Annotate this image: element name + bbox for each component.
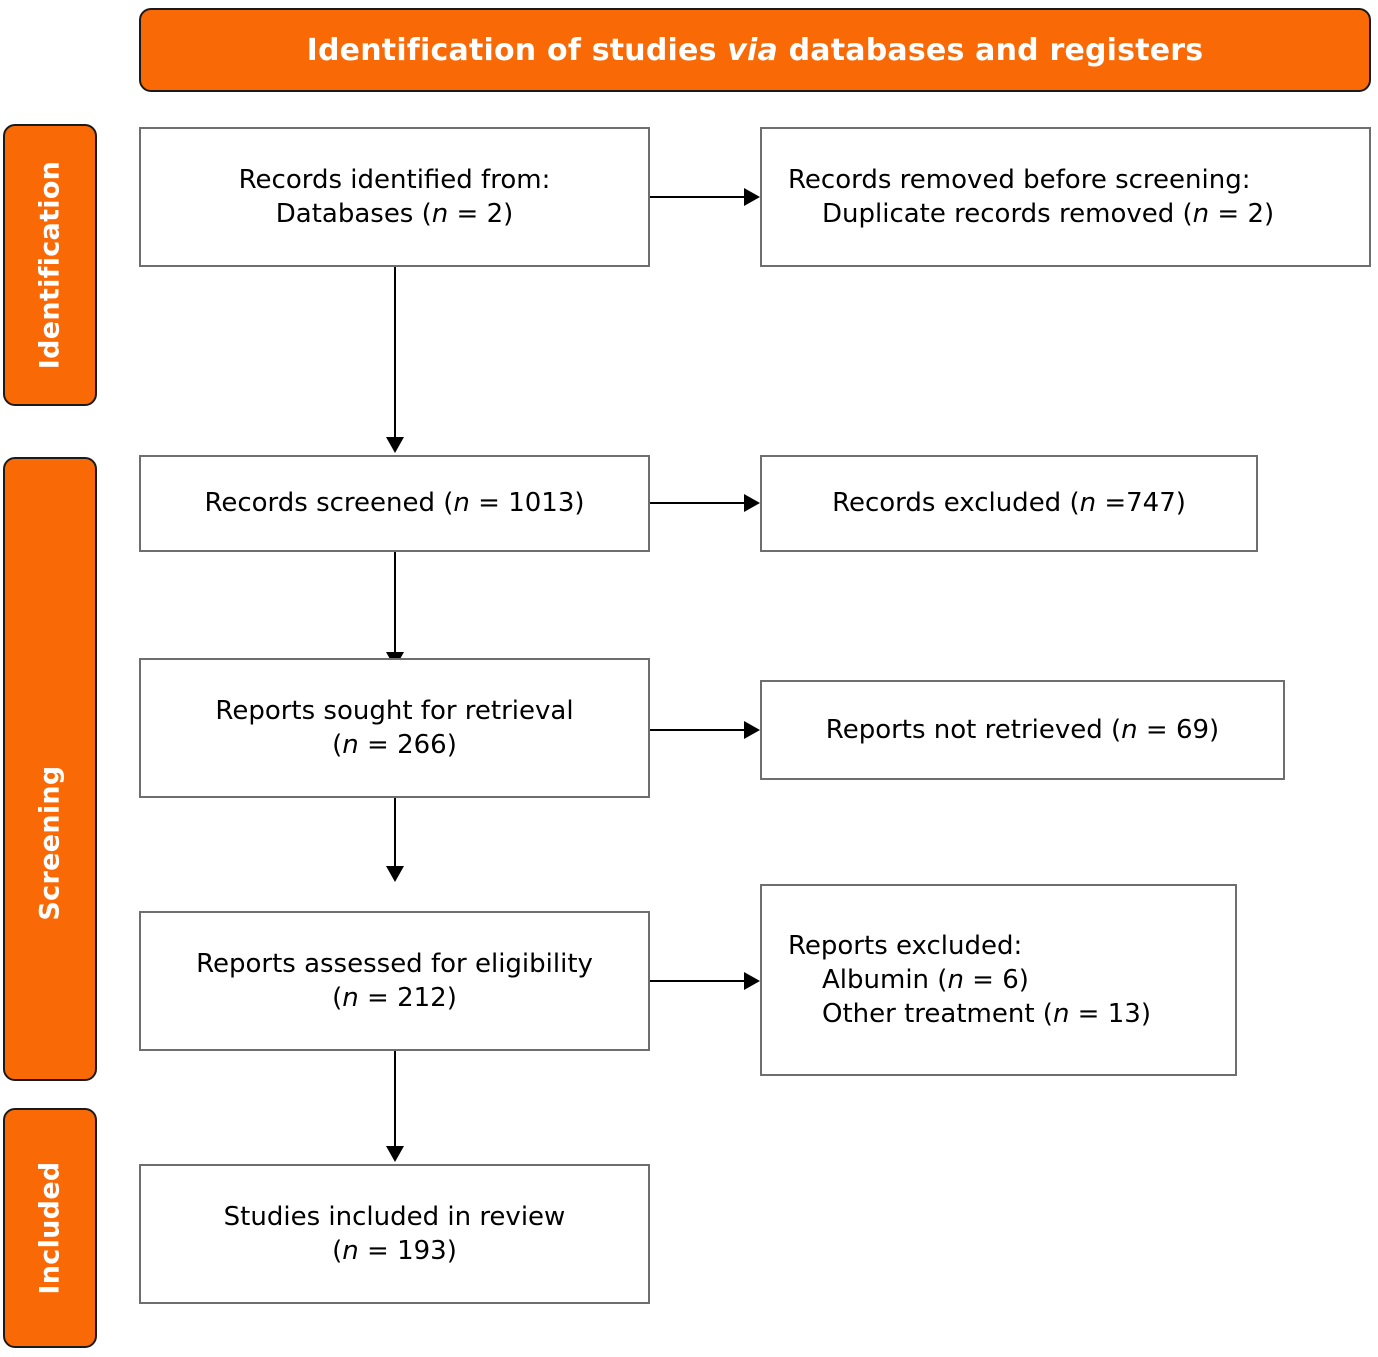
arrowhead-sought-to-assessed — [386, 866, 404, 882]
box-line: Databases (n = 2) — [151, 197, 638, 231]
italic-n: n — [453, 488, 470, 519]
italic-n: n — [1192, 199, 1210, 229]
italic-n: n — [342, 730, 359, 760]
box-line: Studies included in review — [223, 1201, 566, 1232]
box-studies-included: Studies included in review (n = 193) — [139, 1164, 650, 1304]
box-line: Records excluded (n =747) — [772, 486, 1246, 520]
arrowhead-identified-to-removed — [744, 188, 760, 206]
arrowhead-assessed-to-included — [386, 1146, 404, 1162]
line-prefix: ( — [332, 730, 343, 760]
box-line: (n = 212) — [151, 981, 638, 1015]
stage-rail-identification: Identification — [3, 124, 97, 406]
italic-n: n — [431, 199, 449, 229]
stage-rail-screening: Screening — [3, 457, 97, 1081]
box-line: Reports sought for retrieval — [215, 695, 574, 726]
box-records-excluded: Records excluded (n =747) — [760, 455, 1258, 552]
header-text-before: Identification of studies — [306, 32, 728, 68]
box-line: Albumin (n = 6) — [788, 963, 1225, 997]
line-suffix: = 266) — [358, 730, 457, 760]
box-line: (n = 266) — [151, 728, 638, 762]
line-suffix: = 69) — [1137, 714, 1220, 745]
line-prefix: ( — [332, 983, 343, 1013]
italic-n: n — [1121, 714, 1138, 745]
arrowhead-identified-to-screened — [386, 437, 404, 453]
line-prefix: Databases ( — [275, 199, 432, 229]
line-prefix: Reports not retrieved ( — [825, 714, 1122, 745]
line-suffix: = 1013) — [469, 488, 585, 519]
box-reports-sought: Reports sought for retrieval (n = 266) — [139, 658, 650, 798]
line-prefix: Duplicate records removed ( — [822, 199, 1193, 229]
connector-screened-to-excluded — [650, 502, 744, 504]
line-suffix: = 2) — [1209, 199, 1275, 229]
diagram-header-banner: Identification of studies via databases … — [139, 8, 1371, 92]
line-prefix: Records excluded ( — [832, 488, 1080, 519]
arrowhead-screened-to-excluded — [744, 494, 760, 512]
stage-label-screening: Screening — [34, 765, 66, 921]
line-prefix: Albumin ( — [822, 964, 948, 995]
box-line: Other treatment (n = 13) — [788, 997, 1225, 1031]
box-records-identified: Records identified from: Databases (n = … — [139, 127, 650, 267]
italic-n: n — [947, 964, 964, 995]
box-records-screened: Records screened (n = 1013) — [139, 455, 650, 552]
connector-screened-to-sought — [394, 552, 396, 652]
box-reports-not-retrieved: Reports not retrieved (n = 69) — [760, 680, 1285, 780]
stage-rail-included: Included — [3, 1108, 97, 1348]
diagram-header-title: Identification of studies via databases … — [307, 33, 1204, 68]
italic-n: n — [1052, 999, 1070, 1030]
connector-assessed-to-included — [394, 1051, 396, 1146]
connector-sought-to-assessed — [394, 798, 396, 866]
line-suffix: = 2) — [448, 199, 514, 229]
box-reports-assessed: Reports assessed for eligibility (n = 21… — [139, 911, 650, 1051]
header-text-after: databases and registers — [777, 32, 1204, 68]
connector-sought-to-not-retrieved — [650, 729, 744, 731]
line-suffix: = 212) — [358, 983, 457, 1013]
arrowhead-assessed-to-excluded — [744, 972, 760, 990]
connector-assessed-to-excluded — [650, 980, 744, 982]
box-line: Records identified from: — [238, 164, 551, 195]
line-prefix: Other treatment ( — [822, 999, 1053, 1030]
italic-n: n — [342, 1236, 359, 1266]
connector-identified-to-screened — [394, 267, 396, 437]
line-suffix: = 13) — [1069, 999, 1151, 1030]
box-line: Reports assessed for eligibility — [196, 948, 593, 979]
box-line: Duplicate records removed (n = 2) — [788, 197, 1359, 231]
stage-label-included: Included — [34, 1161, 66, 1295]
stage-label-identification: Identification — [34, 160, 66, 370]
italic-n: n — [342, 983, 359, 1013]
box-line: Records screened (n = 1013) — [151, 486, 638, 520]
box-line: Reports excluded: — [788, 930, 1023, 961]
box-reports-excluded: Reports excluded: Albumin (n = 6) Other … — [760, 884, 1237, 1076]
box-line: Records removed before screening: — [788, 164, 1251, 195]
connector-identified-to-removed — [650, 196, 744, 198]
italic-n: n — [1079, 488, 1097, 519]
header-text-italic: via — [727, 32, 778, 68]
line-suffix: = 6) — [963, 964, 1029, 995]
box-line: Reports not retrieved (n = 69) — [772, 713, 1273, 747]
box-records-removed: Records removed before screening: Duplic… — [760, 127, 1371, 267]
line-prefix: Records screened ( — [204, 488, 454, 519]
line-suffix: =747) — [1096, 488, 1186, 519]
line-prefix: ( — [332, 1236, 343, 1266]
box-line: (n = 193) — [151, 1234, 638, 1268]
line-suffix: = 193) — [358, 1236, 457, 1266]
arrowhead-sought-to-not-retrieved — [744, 721, 760, 739]
